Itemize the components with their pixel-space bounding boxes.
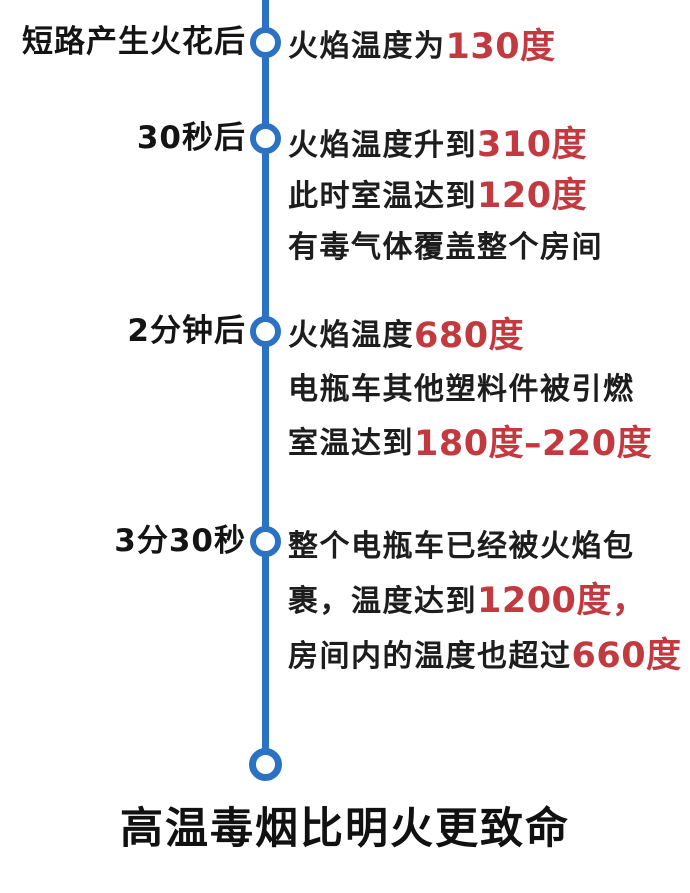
timeline-axis-line — [262, 0, 269, 751]
event-time-label: 短路产生火花后 — [22, 24, 246, 60]
description-text: 有毒气体覆盖整个房间 — [288, 229, 603, 265]
temperature-highlight-text: 680度 — [414, 315, 525, 356]
description-text: 此时室温达到 — [288, 178, 477, 214]
description-text: 房间内的温度也超过 — [288, 638, 572, 674]
timeline-node-icon — [250, 123, 281, 154]
timeline-node-icon — [250, 316, 281, 347]
event-text-line: 整个电瓶车已经被火焰包 — [288, 515, 682, 570]
temperature-highlight-text: 130度 — [445, 26, 556, 67]
timeline-node-icon — [250, 526, 281, 557]
event-time-label: 30秒后 — [136, 120, 246, 156]
event-text-line: 有毒气体覆盖整个房间 — [288, 218, 603, 269]
temperature-highlight-text: 310度 — [477, 125, 588, 165]
description-text: 火焰温度升到 — [288, 127, 477, 163]
footer-title: 高温毒烟比明火更致命 — [120, 804, 570, 854]
description-text: 火焰温度为 — [288, 29, 446, 64]
description-text: 电瓶车其他塑料件被引燃 — [288, 372, 635, 407]
event-text-line: 电瓶车其他塑料件被引燃 — [288, 359, 652, 413]
description-text: 火焰温度 — [288, 318, 414, 353]
temperature-highlight-text: 120度 — [477, 176, 588, 216]
timeline-node-icon — [250, 27, 281, 58]
description-text: 室温达到 — [288, 426, 414, 461]
temperature-highlight-text: 660度 — [571, 636, 682, 676]
description-text: 裹，温度达到 — [288, 583, 477, 619]
timeline-end-node-icon — [249, 748, 282, 781]
temperature-highlight-text: 180度–220度 — [414, 423, 653, 464]
event-time-label: 2分钟后 — [127, 313, 246, 349]
description-text: 整个电瓶车已经被火焰包 — [288, 528, 635, 564]
event-time-label: 3分30秒 — [114, 523, 246, 559]
temperature-highlight-text: 1200度， — [477, 581, 648, 621]
